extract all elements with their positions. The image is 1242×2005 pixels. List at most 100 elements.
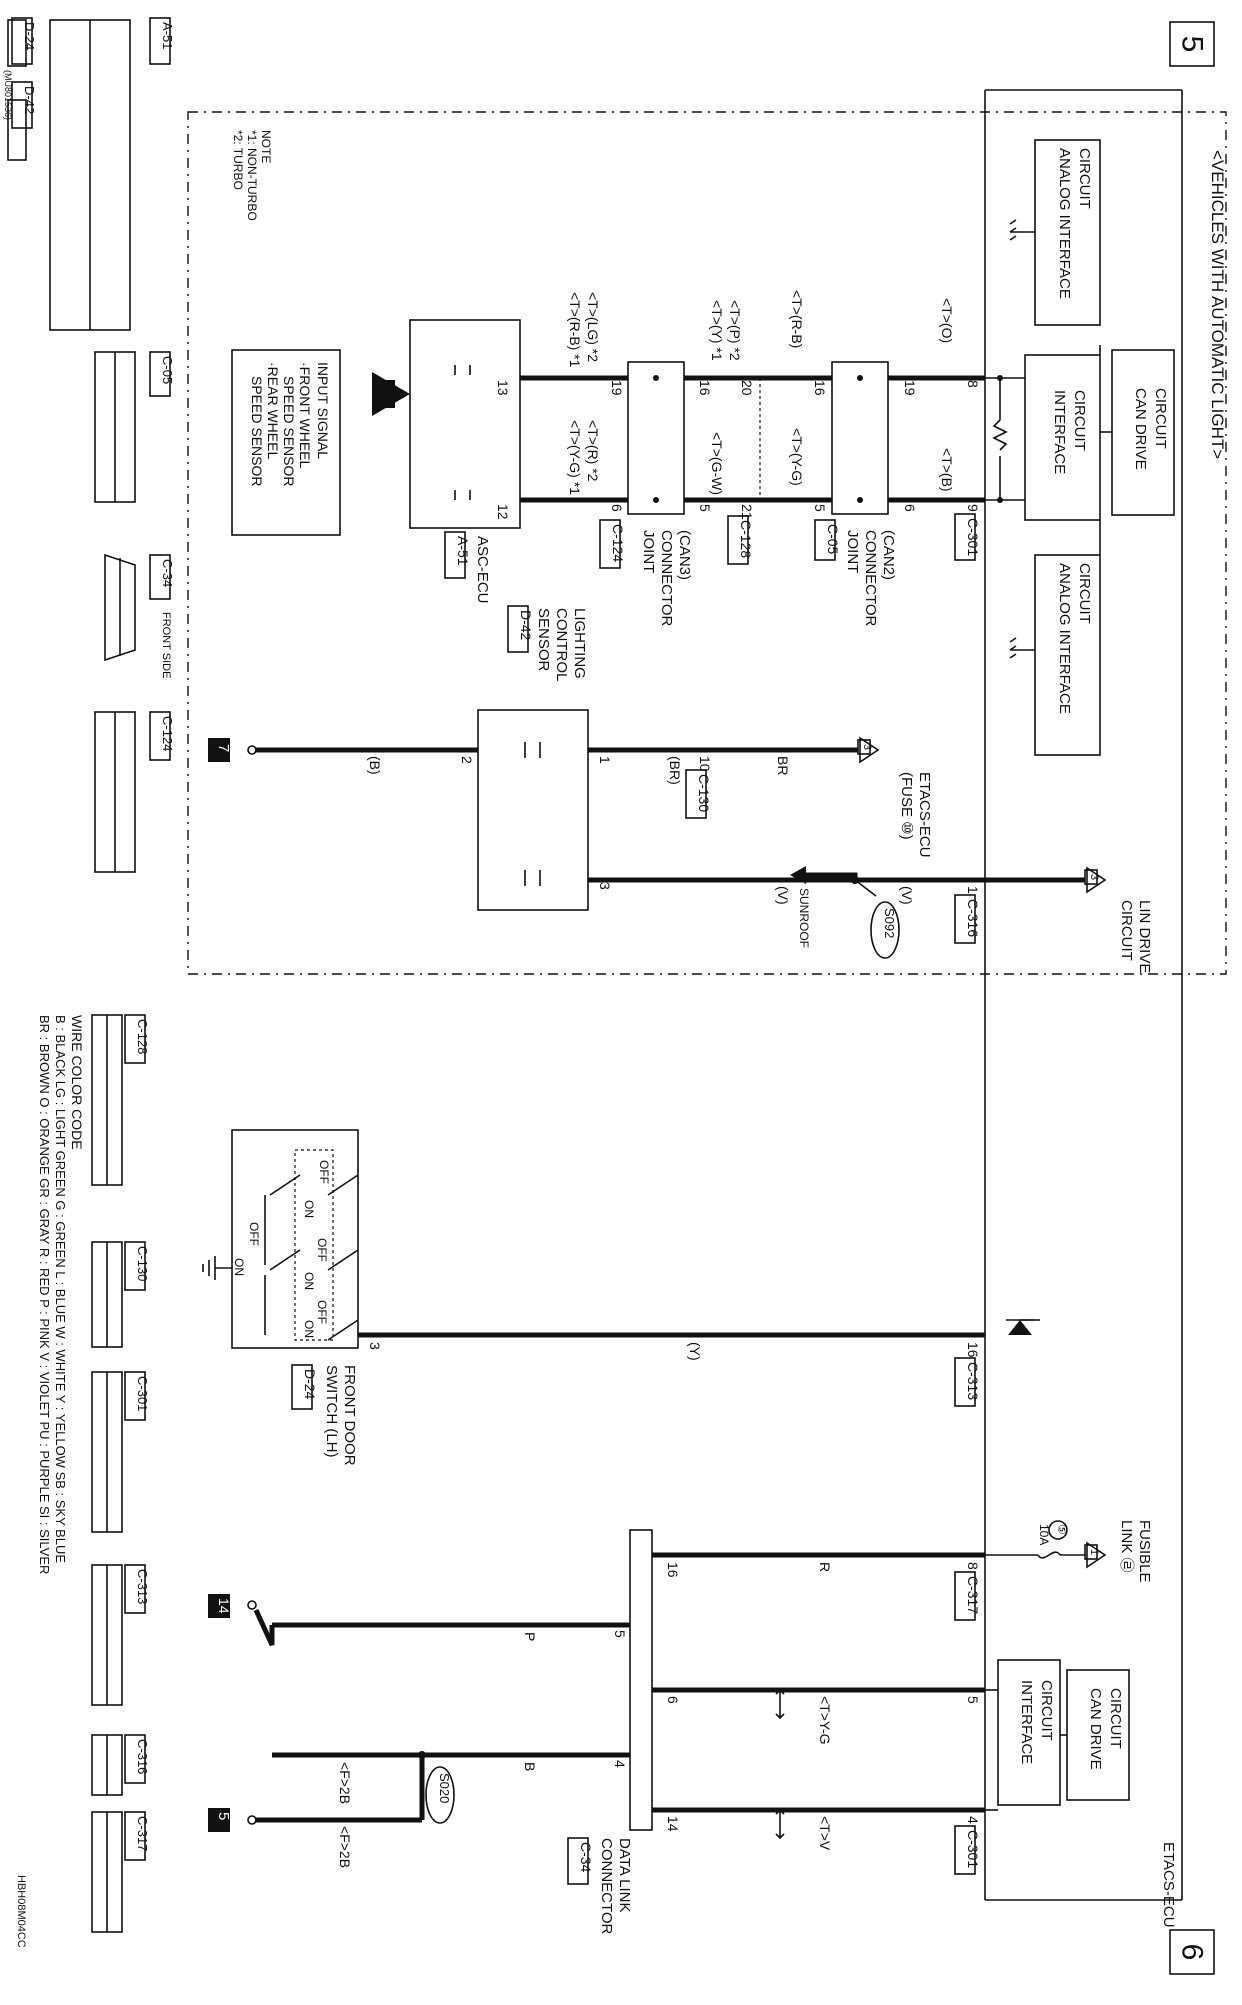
connector-c313-tag <box>954 1357 976 1407</box>
input-signal-line2: ·FRONT WHEEL <box>297 362 313 469</box>
pin-can3-5: 5 <box>697 504 713 512</box>
svg-text:C-316: C-316 <box>135 1739 150 1774</box>
resistor-node-a <box>997 375 1003 381</box>
connector-c34-tag <box>567 1837 589 1885</box>
analog-interface-2-line1: ANALOG INTERFACE <box>1056 563 1073 714</box>
svg-text:C-124: C-124 <box>160 716 175 751</box>
wire-label-b-paren: (B) <box>367 756 383 775</box>
jump-mark-14: 14 <box>216 1598 232 1614</box>
legend-title: WIRE COLOR CODE <box>69 1015 85 1150</box>
door-diode <box>1008 1320 1032 1335</box>
jump-mark-5: 5 <box>215 1812 232 1820</box>
connector-c301-tag <box>954 513 976 561</box>
asc-terminal-b <box>454 490 471 500</box>
pin-c301-8: 8 <box>965 380 981 388</box>
wire-label-r-2: <T>(R) *2 <box>585 420 601 482</box>
asc-ecu-label: ASC-ECU <box>474 536 491 604</box>
fusible-line2: LINK ㉣ <box>1118 1520 1135 1573</box>
sunroof-label: SUNROOF <box>797 888 811 948</box>
input-signal-line1: INPUT SIGNAL <box>315 362 331 459</box>
door-switch-off-4: OFF <box>247 1222 261 1246</box>
pin-c317-8: 8 <box>965 1562 981 1570</box>
connector-c317-label: C-317 <box>965 1576 981 1614</box>
lin-drive-ref-box <box>1084 869 1098 885</box>
lin-drive-line1: LIN DRIVE <box>1136 900 1153 973</box>
fusible-ref-num: 1 <box>1088 1549 1100 1555</box>
wire-label-yg-1: <T>(Y-G) *1 <box>567 420 583 495</box>
note-line2: *2: TURBO <box>231 130 245 190</box>
joint-can3-line2: CONNECTOR <box>658 530 675 627</box>
can-drive-1-line2: CIRCUIT <box>1152 388 1169 449</box>
fusible-ref-box <box>1084 1544 1098 1560</box>
interface-1-line1: INTERFACE <box>1051 390 1068 474</box>
jump-mark-14-box <box>208 1594 230 1618</box>
s092-leader <box>854 879 877 897</box>
pin-asc-13: 13 <box>495 380 511 396</box>
wire-label-r: R <box>817 1562 833 1572</box>
svg-text:A-51: A-51 <box>160 22 175 49</box>
lcs-line2: CONTROL <box>553 608 570 681</box>
fusible-ref-arrow <box>1086 1541 1107 1569</box>
wire-label-bb: B <box>522 1762 538 1771</box>
note-title: NOTE <box>259 130 273 163</box>
connector-view-c34: C-34 FRONT SIDE <box>104 553 175 678</box>
connector-view-c130: C-130 <box>91 1241 150 1348</box>
wire-label-y: (Y) <box>687 1342 703 1361</box>
ai1-ground-symbol <box>1009 219 1017 241</box>
etacs-fuse-line1: ETACS-ECU <box>916 772 933 858</box>
pin-lcs-1: 1 <box>597 756 613 764</box>
connector-c124-label: C-124 <box>610 524 626 562</box>
pin-door-3: 3 <box>367 1342 383 1350</box>
asc-ecu <box>409 319 521 529</box>
door-switch-contacts-top <box>327 1174 359 1341</box>
wire-label-gw: <T>(G-W) <box>709 432 725 495</box>
input-arrow-head <box>372 372 410 416</box>
etacs-fuse-line2: (FUSE ⑩) <box>898 772 915 840</box>
pin-can3-19: 19 <box>609 380 625 396</box>
page-number-top: 5 <box>1176 36 1209 53</box>
wire-p-to-jump-14 <box>253 1608 275 1647</box>
wire-label-p: P <box>522 1632 538 1641</box>
wire-label-rb-1: <T>(R-B) *1 <box>567 292 583 368</box>
data-link-line1: DATA LINK <box>616 1838 633 1912</box>
pin-c301-9: 9 <box>965 504 981 512</box>
connector-c128-label: C-128 <box>738 520 754 558</box>
door-switch-on-4: ON <box>232 1258 246 1276</box>
pin-can2-6: 6 <box>902 504 918 512</box>
pin-c130-10: 10 <box>697 756 713 772</box>
joint-connector-can2 <box>831 361 889 515</box>
interface-1-line2: CIRCUIT <box>1071 390 1088 451</box>
pin-c128-20: 20 <box>739 380 755 396</box>
connector-view-c128: C-128 <box>91 1014 150 1186</box>
interface-2-line2: CIRCUIT <box>1038 1680 1055 1741</box>
pin-lcs-3: 3 <box>597 882 613 890</box>
joint-connector-can3 <box>627 361 685 515</box>
wire-sunroof-branch <box>800 872 858 880</box>
can-drive-2-line2: CIRCUIT <box>1107 1688 1124 1749</box>
svg-text:D-24: D-24 <box>22 22 37 50</box>
data-link-line2: CONNECTOR <box>598 1838 615 1935</box>
pin-c316-1: 1 <box>965 886 981 894</box>
svg-text:C-34: C-34 <box>160 559 175 587</box>
door-switch-on-2: ON <box>302 1272 316 1290</box>
input-signal-line3: SPEED SENSOR <box>281 376 297 486</box>
connector-view-d42: D-42 <box>7 81 37 161</box>
analog-interface-block-1 <box>1034 139 1101 326</box>
connector-c316-label: C-316 <box>965 899 981 937</box>
lighting-control-sensor <box>477 709 589 911</box>
splice-s020-label: S020 <box>437 1773 452 1803</box>
splice-s092-tag <box>870 901 900 959</box>
wire-label-rb: <T>(R-B) <box>789 290 805 348</box>
wire-label-br-paren: (BR) <box>667 756 683 785</box>
page-number-box-top <box>1169 21 1215 67</box>
jump-mark-7: 7 <box>215 744 232 752</box>
splice-s092-label: S092 <box>882 908 897 938</box>
pin-dlc-5: 5 <box>612 1630 628 1638</box>
wire-label-f2b-2: <F>2B <box>337 1826 353 1868</box>
lcs-line1: LIGHTING <box>571 608 588 679</box>
can-drive-block-1 <box>1111 349 1175 516</box>
door-switch-off-3: OFF <box>315 1300 329 1324</box>
jump-mark-7-box <box>208 738 230 762</box>
connector-c130-tag <box>685 769 707 819</box>
wire-label-o: <T>(O) <box>939 298 955 343</box>
